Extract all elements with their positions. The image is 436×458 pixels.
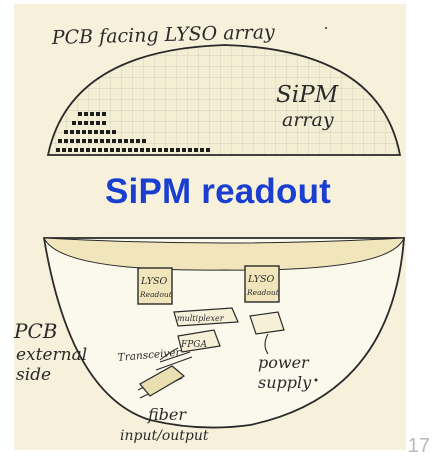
right-lyso-box-line2: Readout xyxy=(246,288,280,297)
sipm-array-blocks xyxy=(56,112,210,152)
multiplexer-board xyxy=(173,307,239,327)
side-label-line3: side xyxy=(16,365,51,385)
fpga-label: FPGA xyxy=(180,340,207,350)
transceiver-label: Transceiver xyxy=(117,346,182,364)
ink-dot xyxy=(314,378,318,382)
sipm-array-label-line1: SiPM xyxy=(276,82,340,108)
power-label-line1: power xyxy=(258,353,310,372)
bottom-panel-rim xyxy=(43,237,405,271)
left-lyso-readout-box xyxy=(137,267,173,305)
multiplexer-label: multiplexer xyxy=(177,314,225,323)
power-supply-cable xyxy=(264,333,269,355)
fiber-bundle xyxy=(137,351,193,399)
right-lyso-readout-box xyxy=(244,265,280,303)
page-number: 17 xyxy=(407,435,430,457)
right-lyso-box-line1: LYSO xyxy=(247,274,274,285)
side-label-line1: PCB xyxy=(13,319,57,343)
top-panel-outline xyxy=(46,44,402,156)
top-panel: PCB facing LYSO array SiPM array xyxy=(46,21,402,156)
sipm-array-label-line2: array xyxy=(282,109,334,131)
power-supply-board xyxy=(249,311,285,335)
power-label-line2: supply xyxy=(258,373,312,392)
bottom-panel-outline xyxy=(42,237,405,429)
left-lyso-box-line1: LYSO xyxy=(140,276,167,287)
fpga-board xyxy=(177,329,221,353)
fiber-label-line2: input/output xyxy=(120,428,209,444)
bottom-panel: LYSO Readout LYSO Readout multiplexer FP… xyxy=(13,27,405,444)
fiber-connector xyxy=(139,365,186,397)
slide-headline: SiPM readout xyxy=(104,172,332,211)
transceiver-connector-line xyxy=(159,347,179,361)
left-lyso-box-line2: Readout xyxy=(139,290,173,299)
fiber-label-line1: fiber xyxy=(147,405,187,424)
side-label-line2: external xyxy=(16,345,87,365)
ink-dot xyxy=(325,27,327,29)
